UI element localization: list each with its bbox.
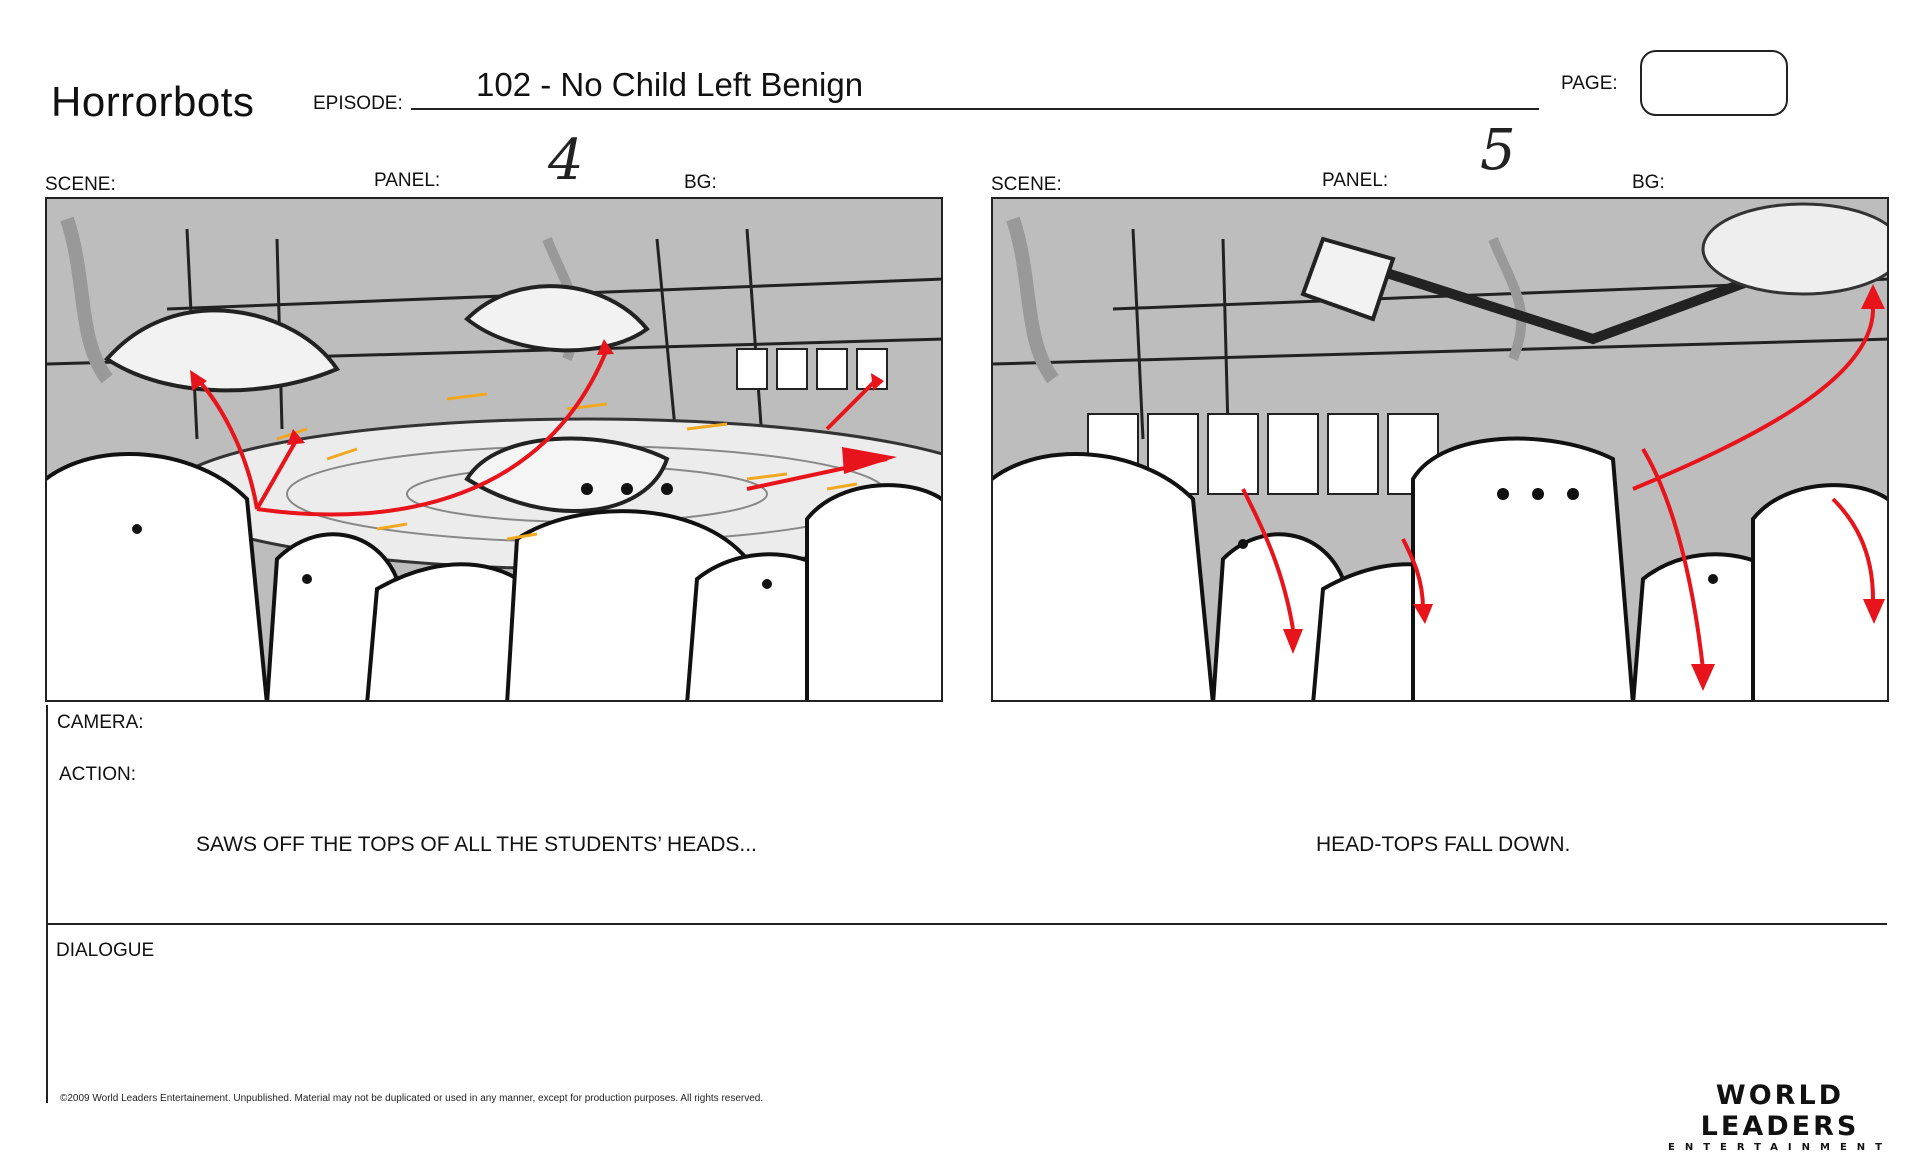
episode-value: 102 - No Child Left Benign	[476, 66, 864, 103]
logo-sub-text: ENTERTAINMENT	[1668, 1142, 1892, 1153]
left-margin-rule	[46, 705, 48, 1103]
panel-2-bg-label: BG:	[1632, 172, 1665, 193]
panel-1-bg-label: BG:	[684, 172, 717, 193]
panel-1-scene-label: SCENE:	[45, 174, 116, 195]
episode-label: EPISODE:	[313, 93, 403, 114]
panel-2-scene-label: SCENE:	[991, 174, 1062, 195]
page-label: PAGE:	[1561, 73, 1618, 94]
logo-main-text: WORLD LEADERS	[1700, 1080, 1860, 1142]
panel-2-panel-label: PANEL:	[1322, 170, 1389, 191]
panel-2-frame	[991, 197, 1889, 702]
panel-2-sketch	[993, 202, 1887, 700]
dialogue-divider	[46, 923, 1887, 925]
panel-2-number: 5	[1480, 118, 1516, 183]
camera-label: CAMERA:	[57, 712, 144, 733]
episode-underline	[411, 108, 1539, 110]
company-logo: WORLD LEADERS ENTERTAINMENT	[1640, 1080, 1920, 1153]
page-number-box	[1640, 50, 1788, 116]
action-label: ACTION:	[59, 764, 137, 785]
show-title: Horrorbots	[51, 78, 255, 125]
panel-2-action-text: HEAD-TOPS FALL DOWN.	[1316, 833, 1571, 856]
dialogue-label: DIALOGUE	[56, 940, 155, 961]
panel-1-frame	[45, 197, 943, 702]
panel-1-number: 4	[548, 128, 584, 193]
panel-1-action-text: SAWS OFF THE TOPS OF ALL THE STUDENTS’ H…	[196, 833, 757, 856]
copyright-notice: ©2009 World Leaders Entertainement. Unpu…	[60, 1093, 764, 1104]
panel-1-panel-label: PANEL:	[374, 170, 441, 191]
panel-1-sketch	[47, 216, 941, 700]
